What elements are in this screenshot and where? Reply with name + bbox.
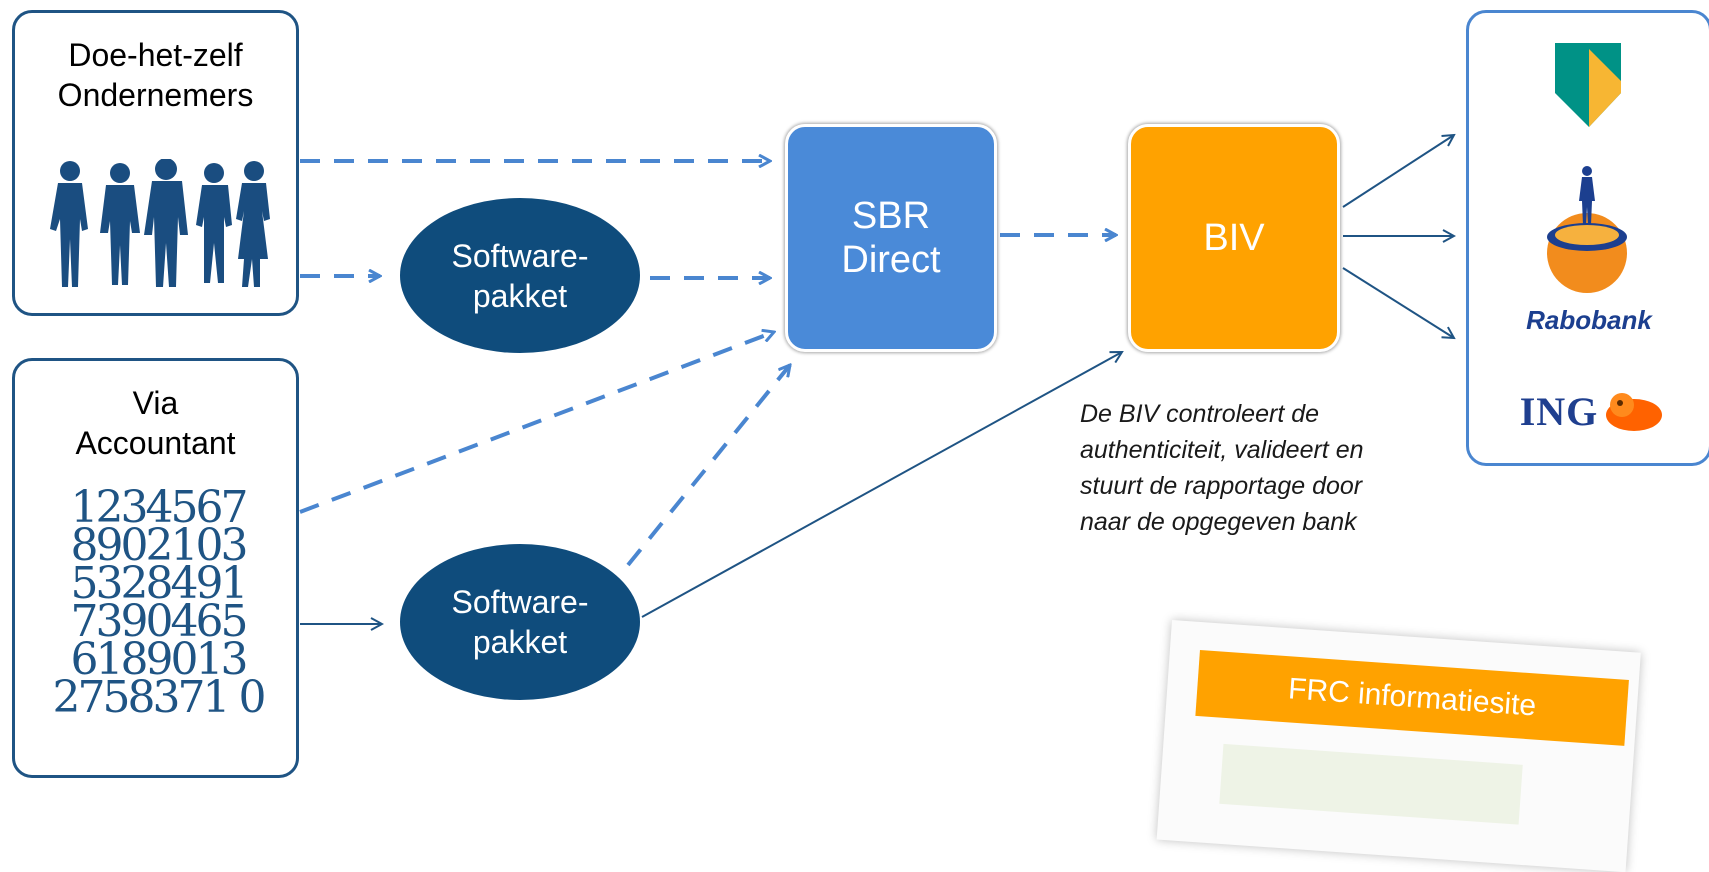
connectors [299,0,1709,765]
banks-box: Rabobank ING [1466,10,1709,466]
software-top-line2: pakket [472,277,568,314]
digits-row-5: 6189013 [70,634,249,685]
software-top-line1: Software- [451,237,589,274]
frc-info-label: FRC informatiesite [1287,672,1538,723]
software-package-top: Software-pakket [400,198,640,353]
ing-wordmark: ING [1519,388,1599,434]
caption-line-4: naar de opgegeven bank [1080,508,1357,536]
rabobank-wordmark: Rabobank [1526,305,1652,335]
caption-line-2: authenticiteit, valideert en [1080,436,1364,464]
caption-line-1: De BIV controleert de [1080,400,1320,428]
accountant-title-line1: Via [132,385,179,421]
ing-logo: ING [1503,387,1683,435]
abn-amro-shield-icon [1555,43,1621,127]
digits-row-2: 8902103 [70,520,249,571]
ing-lion-icon [1606,393,1663,431]
accountant-title-line2: Accountant [75,425,236,461]
arrow-software2-to-biv [641,352,1122,618]
digits-row-6: 2758371 0 [52,672,267,723]
people-silhouettes-icon [50,159,270,287]
diy-title-line1: Doe-het-zelf [68,37,243,73]
digits-row-1: 1234567 [70,482,249,533]
diy-title-line2: Ondernemers [57,77,254,113]
biv-caption: De BIV controleert de authenticiteit, va… [1080,396,1400,540]
software-package-bottom: Software-pakket [400,544,640,700]
software-bottom-line1: Software- [451,584,589,620]
arrow-accountant-to-sbr [299,332,774,514]
digits-row-4: 7390465 [70,596,249,647]
arrow-biv-to-ing [1342,267,1454,338]
software-bottom-line2: pakket [472,624,568,660]
caption-line-3: stuurt de rapportage door [1080,472,1363,500]
arrow-software2-to-sbr [626,365,790,567]
diy-entrepreneurs-box: Doe-het-zelf Ondernemers [12,10,299,316]
frc-info-banner: FRC informatiesite [1195,650,1629,746]
sbr-line1: SBR [851,195,931,237]
frc-info-card[interactable]: FRC informatiesite [1156,620,1641,872]
numbers-collage-icon: 1234567 8902103 5328491 7390465 6189013 … [43,482,273,723]
arrow-biv-to-abn [1342,135,1454,208]
biv-label: BIV [1203,217,1265,259]
frc-preview [1219,743,1523,825]
biv-node: BIV [1128,124,1340,352]
rabobank-logo-icon [1547,166,1627,293]
digits-row-3: 5328491 [70,558,249,609]
sbr-line2: Direct [841,239,941,281]
accountant-box: Via Accountant 1234567 8902103 5328491 7… [12,358,299,778]
